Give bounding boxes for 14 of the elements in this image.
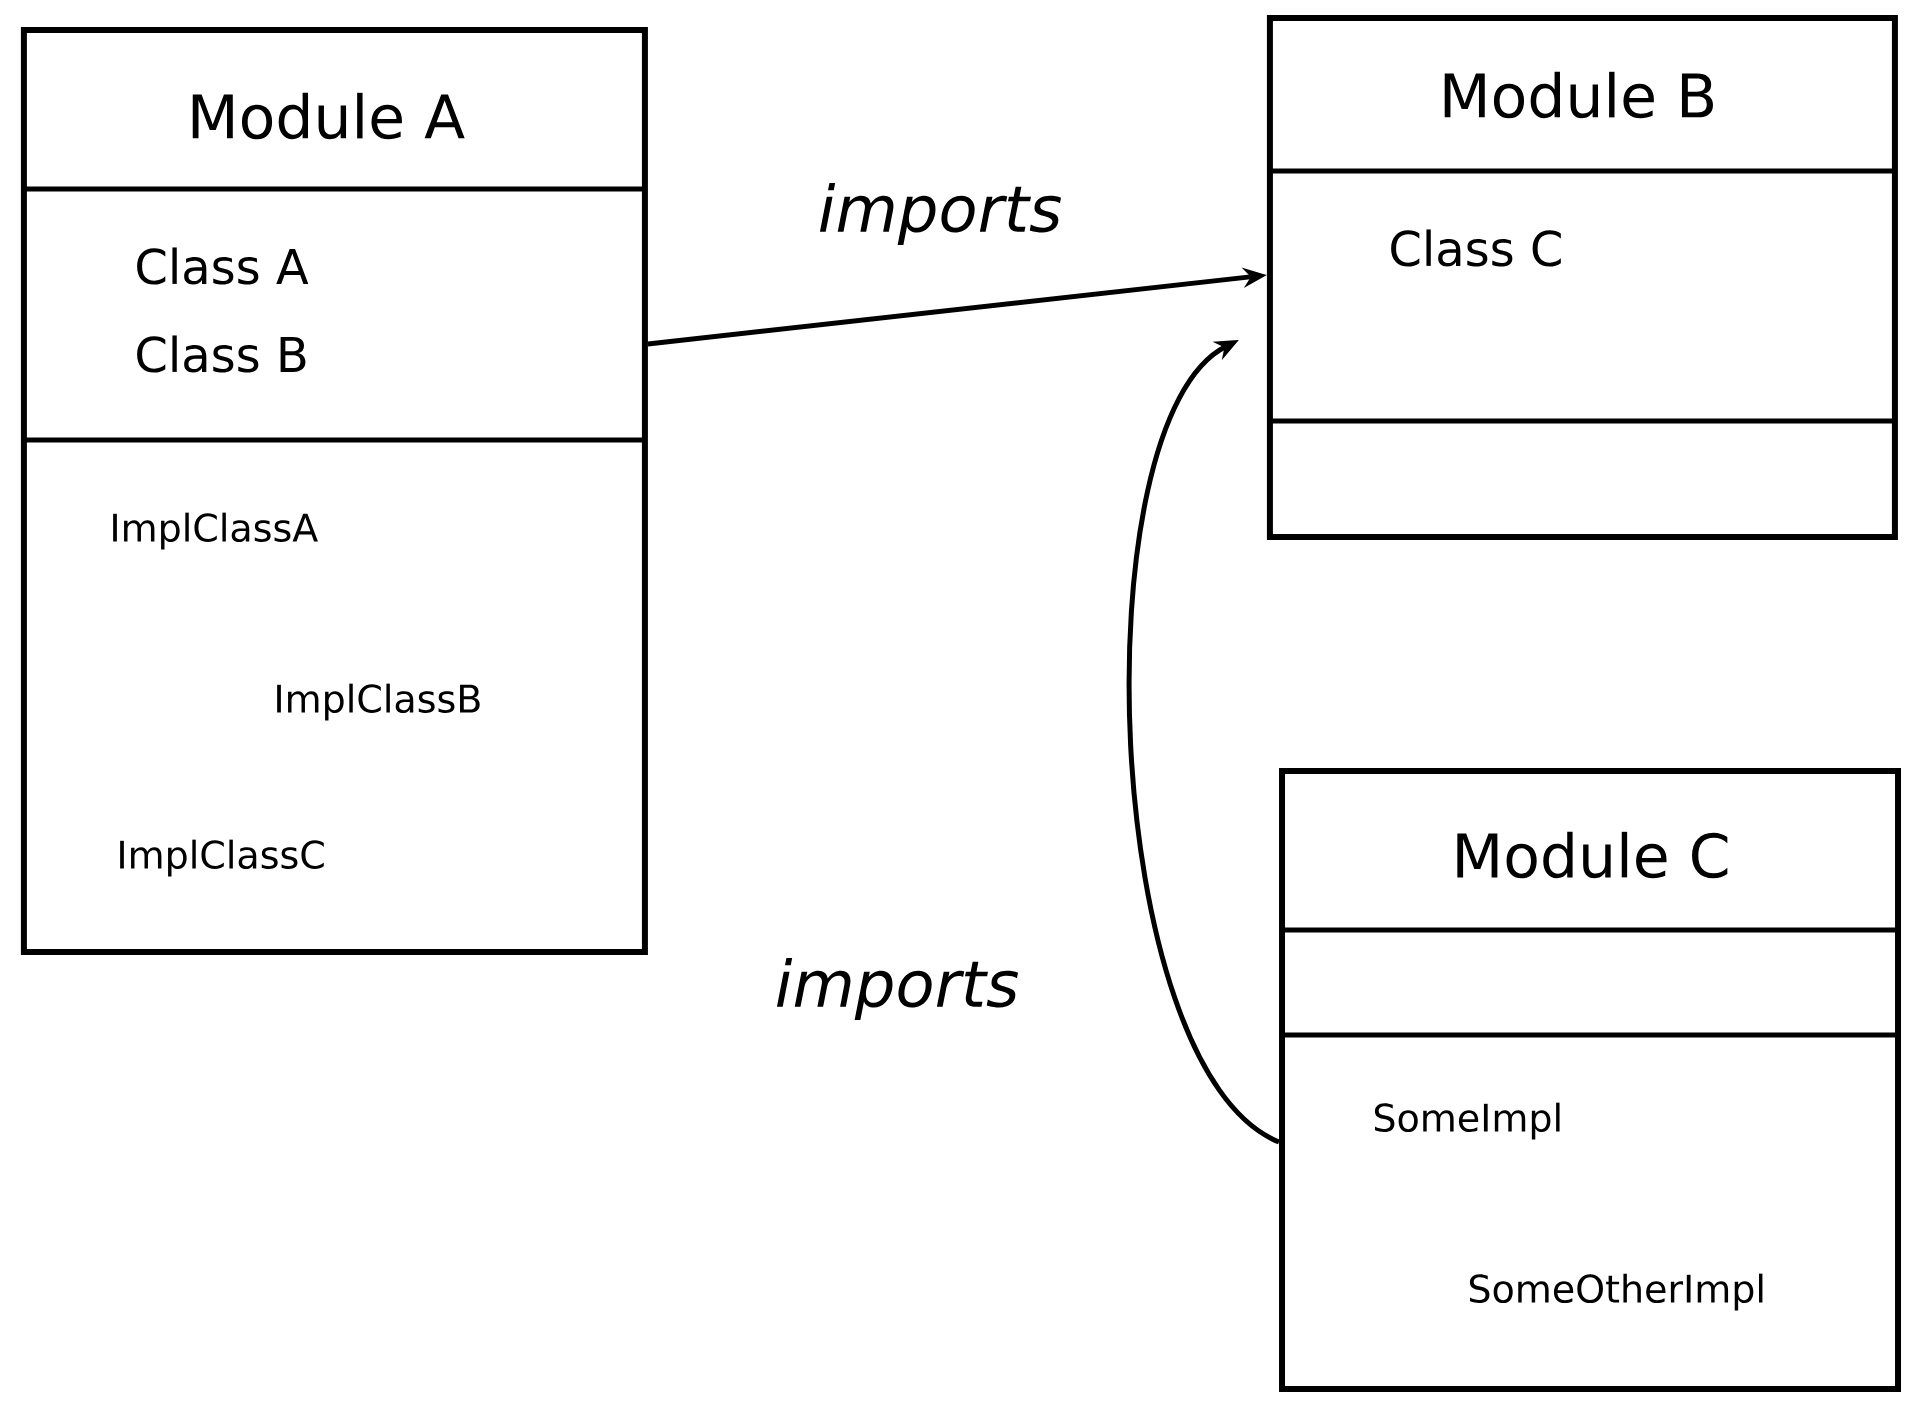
module-title: Module A	[192, 92, 465, 140]
module-title: Module B	[1444, 71, 1713, 119]
implementation-name: ImplClassC	[120, 839, 324, 877]
class-name: Class B	[137, 335, 306, 373]
implementation-name: SomeOtherImpl	[1469, 1273, 1763, 1311]
edge-label: imports	[813, 179, 1067, 249]
class-name: Class A	[137, 247, 309, 285]
edge-label: imports	[770, 954, 1024, 1024]
implementation-name: SomeImpl	[1374, 1102, 1560, 1140]
class-name: Class C	[1391, 229, 1561, 267]
arrow	[1126, 340, 1281, 1145]
implementation-name: ImplClassB	[277, 683, 480, 721]
implementation-name: ImplClassA	[113, 512, 318, 550]
module-title: Module C	[1457, 831, 1728, 879]
